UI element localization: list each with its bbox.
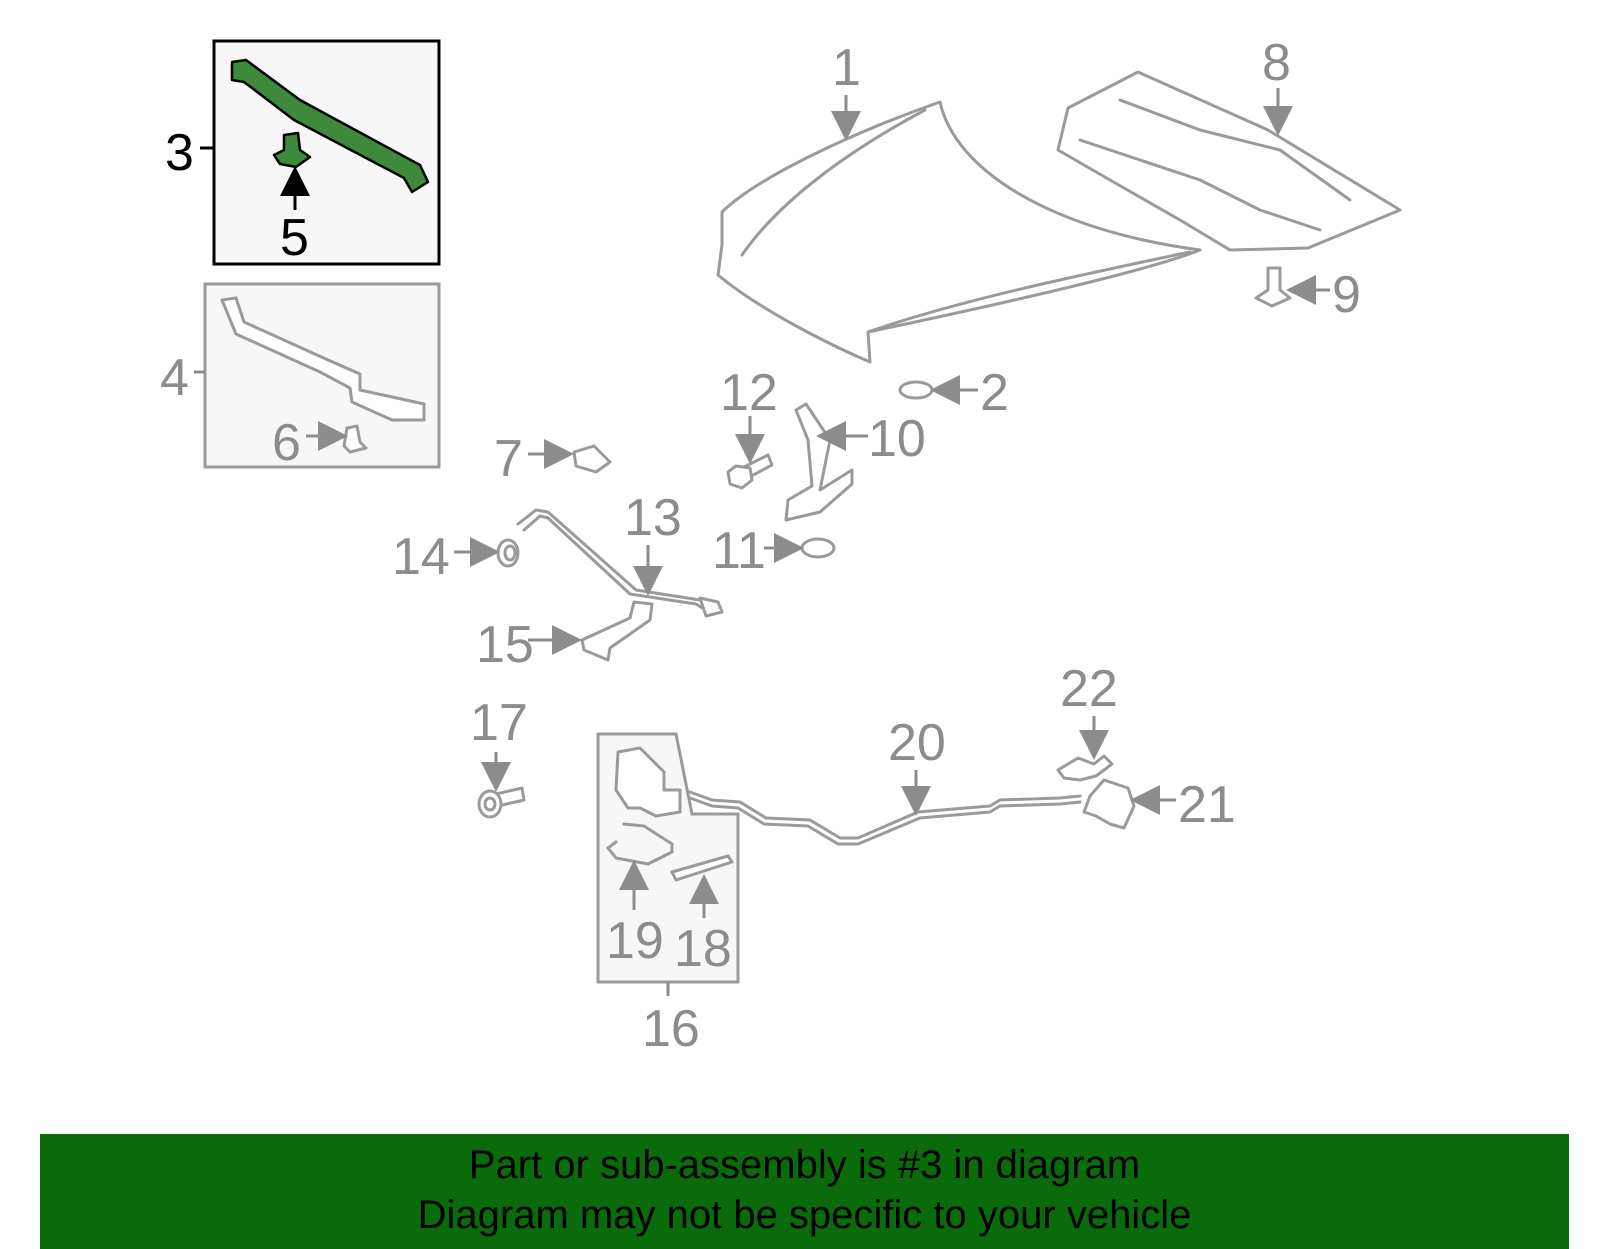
part-20-cable[interactable] <box>688 790 1082 846</box>
label-10: 10 <box>868 410 926 468</box>
part-13-prop-rod[interactable] <box>516 508 724 618</box>
part-22-handle[interactable] <box>1056 754 1114 782</box>
part-7-clip[interactable] <box>572 444 612 474</box>
part-2-grommet[interactable] <box>898 380 934 400</box>
banner-line-2: Diagram may not be specific to your vehi… <box>417 1193 1192 1237</box>
label-20: 20 <box>888 714 946 772</box>
label-5: 5 <box>280 209 309 267</box>
part-3-box[interactable] <box>200 39 441 266</box>
part-21-bracket[interactable] <box>1082 778 1136 830</box>
label-3: 3 <box>165 124 194 182</box>
part-15-holder[interactable] <box>580 600 654 662</box>
label-2: 2 <box>980 364 1009 422</box>
label-16: 16 <box>642 1000 700 1058</box>
part-19-rod[interactable] <box>606 822 674 866</box>
part-11-grommet[interactable] <box>800 537 836 559</box>
part-9-clip[interactable] <box>1254 266 1292 308</box>
label-12: 12 <box>720 364 778 422</box>
part-12-bolt[interactable] <box>726 453 774 490</box>
label-8: 8 <box>1262 34 1291 92</box>
label-13: 13 <box>624 489 682 547</box>
label-7: 7 <box>494 430 523 488</box>
info-banner: Part or sub-assembly is #3 in diagram Di… <box>40 1134 1569 1249</box>
label-22: 22 <box>1060 660 1118 718</box>
label-18: 18 <box>674 920 732 978</box>
label-6: 6 <box>272 414 301 472</box>
part-10-hinge[interactable] <box>784 402 854 522</box>
part-3-weatherstrip[interactable] <box>230 58 430 194</box>
part-16-latch[interactable] <box>614 746 682 818</box>
part-14-grommet[interactable] <box>496 538 520 568</box>
part-16-box[interactable] <box>596 732 740 984</box>
banner-line-1: Part or sub-assembly is #3 in diagram <box>468 1143 1141 1187</box>
part-1-hood[interactable] <box>716 100 1202 364</box>
part-4-seal[interactable] <box>220 296 426 422</box>
label-11: 11 <box>712 522 766 580</box>
label-1: 1 <box>832 39 861 97</box>
label-19: 19 <box>606 912 664 970</box>
part-8-insulator[interactable] <box>1056 70 1402 252</box>
label-14: 14 <box>392 528 450 586</box>
label-4: 4 <box>160 349 189 407</box>
label-21: 21 <box>1178 776 1236 834</box>
label-9: 9 <box>1332 266 1361 324</box>
part-17-bolt[interactable] <box>477 786 526 819</box>
part-18-spring[interactable] <box>670 854 734 882</box>
label-17: 17 <box>470 694 528 752</box>
label-15: 15 <box>476 616 534 674</box>
part-4-box[interactable] <box>194 282 441 469</box>
